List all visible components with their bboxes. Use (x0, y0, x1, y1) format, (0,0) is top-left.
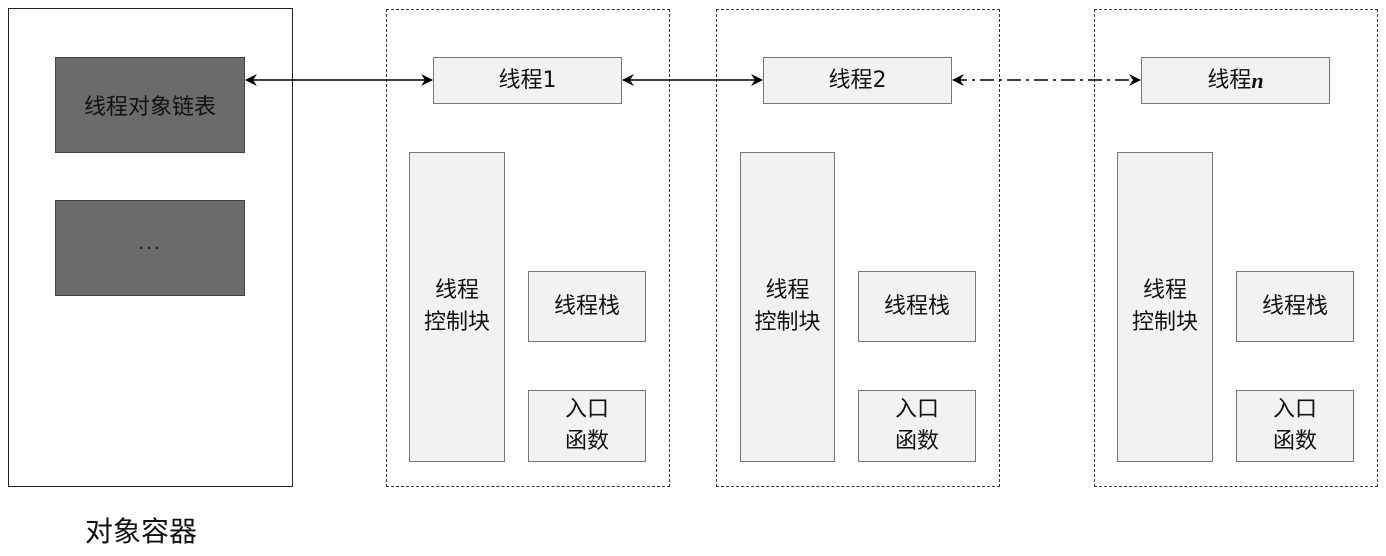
thread-1-entry-line1: 入口 (564, 397, 609, 422)
thread-object-list-box: 线程对象链表 (55, 57, 245, 153)
thread-n-tcb-line2: 控制块 (1131, 310, 1198, 335)
thread-2-tcb-line2: 控制块 (754, 310, 821, 335)
ellipsis-box: ··· (55, 200, 245, 296)
thread-1-entry-line2: 函数 (564, 429, 609, 454)
thread-n-entry-line1: 入口 (1272, 397, 1317, 422)
thread-n-entry-box: 入口 函数 (1236, 390, 1354, 462)
thread-1-title: 线程1 (498, 67, 557, 93)
thread-2-stack-label: 线程栈 (883, 293, 950, 319)
thread-2-entry-line1: 入口 (894, 397, 939, 422)
thread-1-tcb-box: 线程 控制块 (409, 152, 505, 462)
thread-object-list-label: 线程对象链表 (83, 95, 216, 120)
thread-group-1 (386, 9, 670, 487)
thread-1-stack-box: 线程栈 (528, 271, 646, 342)
thread-2-title-box: 线程2 (763, 57, 952, 104)
thread-n-tcb-line1: 线程 (1142, 278, 1187, 303)
object-container-caption: 对象容器 (85, 515, 198, 548)
thread-group-n (1094, 9, 1378, 487)
thread-n-title-prefix: 线程 (1207, 67, 1252, 93)
thread-n-entry-line2: 函数 (1272, 429, 1317, 454)
thread-2-title: 线程2 (828, 67, 887, 93)
ellipsis-label: ··· (138, 237, 162, 259)
thread-n-tcb-box: 线程 控制块 (1117, 152, 1213, 462)
thread-1-entry-box: 入口 函数 (528, 390, 646, 462)
thread-1-tcb-line2: 控制块 (423, 310, 490, 335)
thread-n-title-var: n (1251, 67, 1264, 93)
thread-1-title-box: 线程1 (433, 57, 622, 104)
object-container (8, 8, 293, 487)
thread-1-stack-label: 线程栈 (553, 293, 620, 319)
thread-2-entry-box: 入口 函数 (858, 390, 976, 462)
thread-group-2 (716, 9, 1000, 487)
thread-1-tcb-line1: 线程 (434, 278, 479, 303)
thread-2-tcb-line1: 线程 (765, 278, 810, 303)
thread-n-stack-label: 线程栈 (1261, 293, 1328, 319)
thread-2-stack-box: 线程栈 (858, 271, 976, 342)
thread-n-stack-box: 线程栈 (1236, 271, 1354, 342)
thread-2-tcb-box: 线程 控制块 (740, 152, 835, 462)
thread-2-entry-line2: 函数 (894, 429, 939, 454)
